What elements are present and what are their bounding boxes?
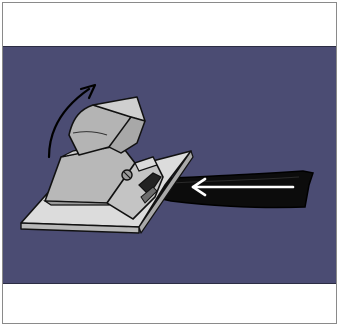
figure-frame [2,2,337,324]
belt-clip-illustration [3,47,336,285]
illustration-panel [3,46,336,284]
top-margin [3,3,336,46]
clip-lever [69,97,145,155]
bottom-margin [3,284,336,323]
